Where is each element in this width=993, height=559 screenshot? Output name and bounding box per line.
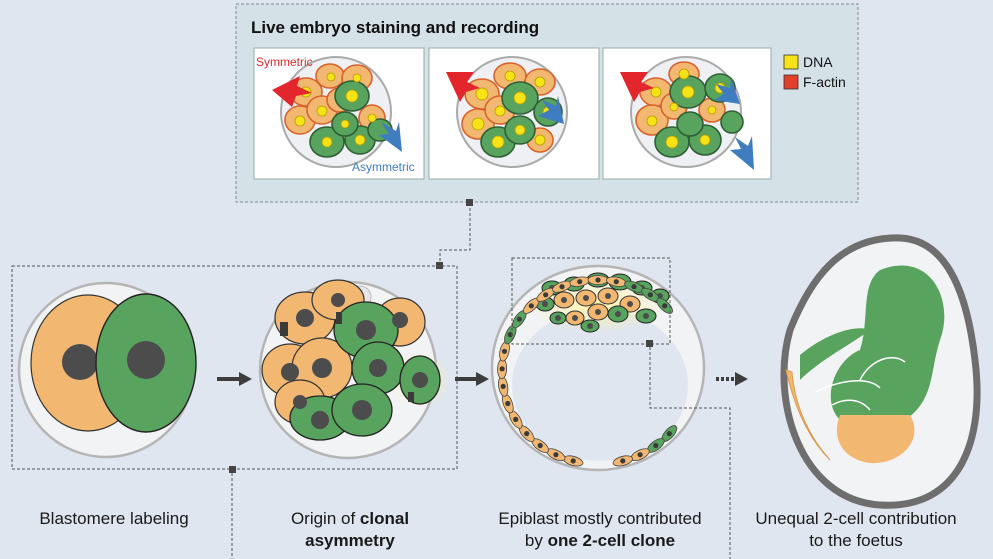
trophectoderm-nucleus: [543, 292, 549, 298]
trophectoderm-nucleus: [631, 284, 637, 290]
blastocyst-embryo: [490, 264, 706, 472]
trophectoderm-nucleus: [613, 279, 619, 285]
caption-blastomere-labeling: Blastomere labeling: [14, 508, 214, 530]
legend-swatch-dna: [783, 54, 799, 70]
live-staining-panel: Live embryo staining and recording DNA F…: [235, 3, 859, 203]
trophectoderm-nucleus: [516, 316, 523, 322]
trophectoderm-nucleus: [620, 458, 626, 464]
asymmetric-arrow: [379, 122, 402, 152]
legend-swatch-factin: [783, 74, 799, 90]
trophectoderm-nucleus: [666, 431, 672, 437]
caption-foetus: Unequal 2-cell contribution to the foetu…: [736, 508, 976, 552]
symmetric-arrow-3: [620, 72, 654, 102]
trophectoderm-nucleus: [577, 279, 583, 285]
recording-frame-1: Symmetric Asymmetric: [253, 47, 425, 180]
trophectoderm-nucleus: [637, 452, 643, 458]
caption-stage2-plain: Origin of: [290, 509, 360, 528]
legend-label-factin: F-actin: [803, 74, 846, 90]
recording-frame-2: [428, 47, 600, 180]
trophectoderm-nucleus: [524, 431, 530, 437]
symmetric-arrow: [272, 76, 312, 107]
panel-connector: [439, 203, 471, 266]
trophectoderm-nucleus: [505, 400, 511, 407]
trophectoderm-nucleus: [653, 442, 659, 449]
foetus-illustration: [780, 234, 981, 509]
legend: DNA F-actin: [783, 54, 846, 90]
legend-label-dna: DNA: [803, 54, 833, 70]
symmetric-label: Symmetric: [256, 55, 313, 69]
trophectoderm-nucleus: [501, 348, 508, 354]
two-cell-embryo: [17, 281, 197, 459]
asymmetric-arrow-2: [538, 96, 564, 124]
trophectoderm-nucleus: [647, 292, 653, 298]
asymmetric-label: Asymmetric: [352, 160, 415, 174]
connector-node-bottom: [229, 466, 236, 473]
asymmetric-arrow-3b: [730, 136, 754, 170]
icm-zoom-box: [511, 257, 671, 345]
symmetric-arrow-2: [446, 72, 480, 102]
trophectoderm-nucleus: [570, 458, 576, 464]
progress-arrow-1: [217, 372, 252, 386]
trophectoderm-nucleus: [595, 277, 601, 283]
trophectoderm-nucleus: [513, 416, 519, 422]
panel-title: Live embryo staining and recording: [251, 18, 539, 37]
trophectoderm-nucleus: [559, 284, 565, 290]
progress-arrow-2: [455, 372, 489, 386]
caption-clonal-asymmetry: Origin of clonal asymmetry: [262, 508, 438, 552]
caption-stage3-plain: by: [524, 531, 548, 550]
connector-node-icm: [646, 340, 653, 347]
trophectoderm-nucleus: [499, 366, 505, 372]
trophectoderm-nucleus: [537, 442, 543, 449]
trophectoderm-nucleus: [500, 383, 506, 389]
progress-arrow-3: [716, 372, 748, 386]
caption-epiblast: Epiblast mostly contributed by one 2-cel…: [478, 508, 722, 552]
trophectoderm-nucleus: [528, 303, 534, 309]
asymmetric-arrow-3a: [714, 78, 740, 104]
morula-embryo: [258, 279, 450, 460]
caption-stage4-line1: Unequal 2-cell contribution: [755, 509, 957, 528]
trophectoderm-nucleus: [662, 303, 668, 309]
caption-stage1-line1: Blastomere labeling: [39, 509, 189, 528]
caption-stage2-bold1: clonal: [359, 509, 410, 528]
caption-stage3-bold: one 2-cell clone: [547, 531, 676, 550]
caption-stage3-line1: Epiblast mostly contributed: [498, 509, 702, 528]
caption-stage2-bold2: asymmetry: [305, 531, 395, 550]
recording-frame-3: [602, 47, 772, 180]
connector-node-top: [466, 199, 473, 206]
trophectoderm-nucleus: [553, 452, 559, 458]
caption-stage4-line2: to the foetus: [809, 531, 903, 550]
